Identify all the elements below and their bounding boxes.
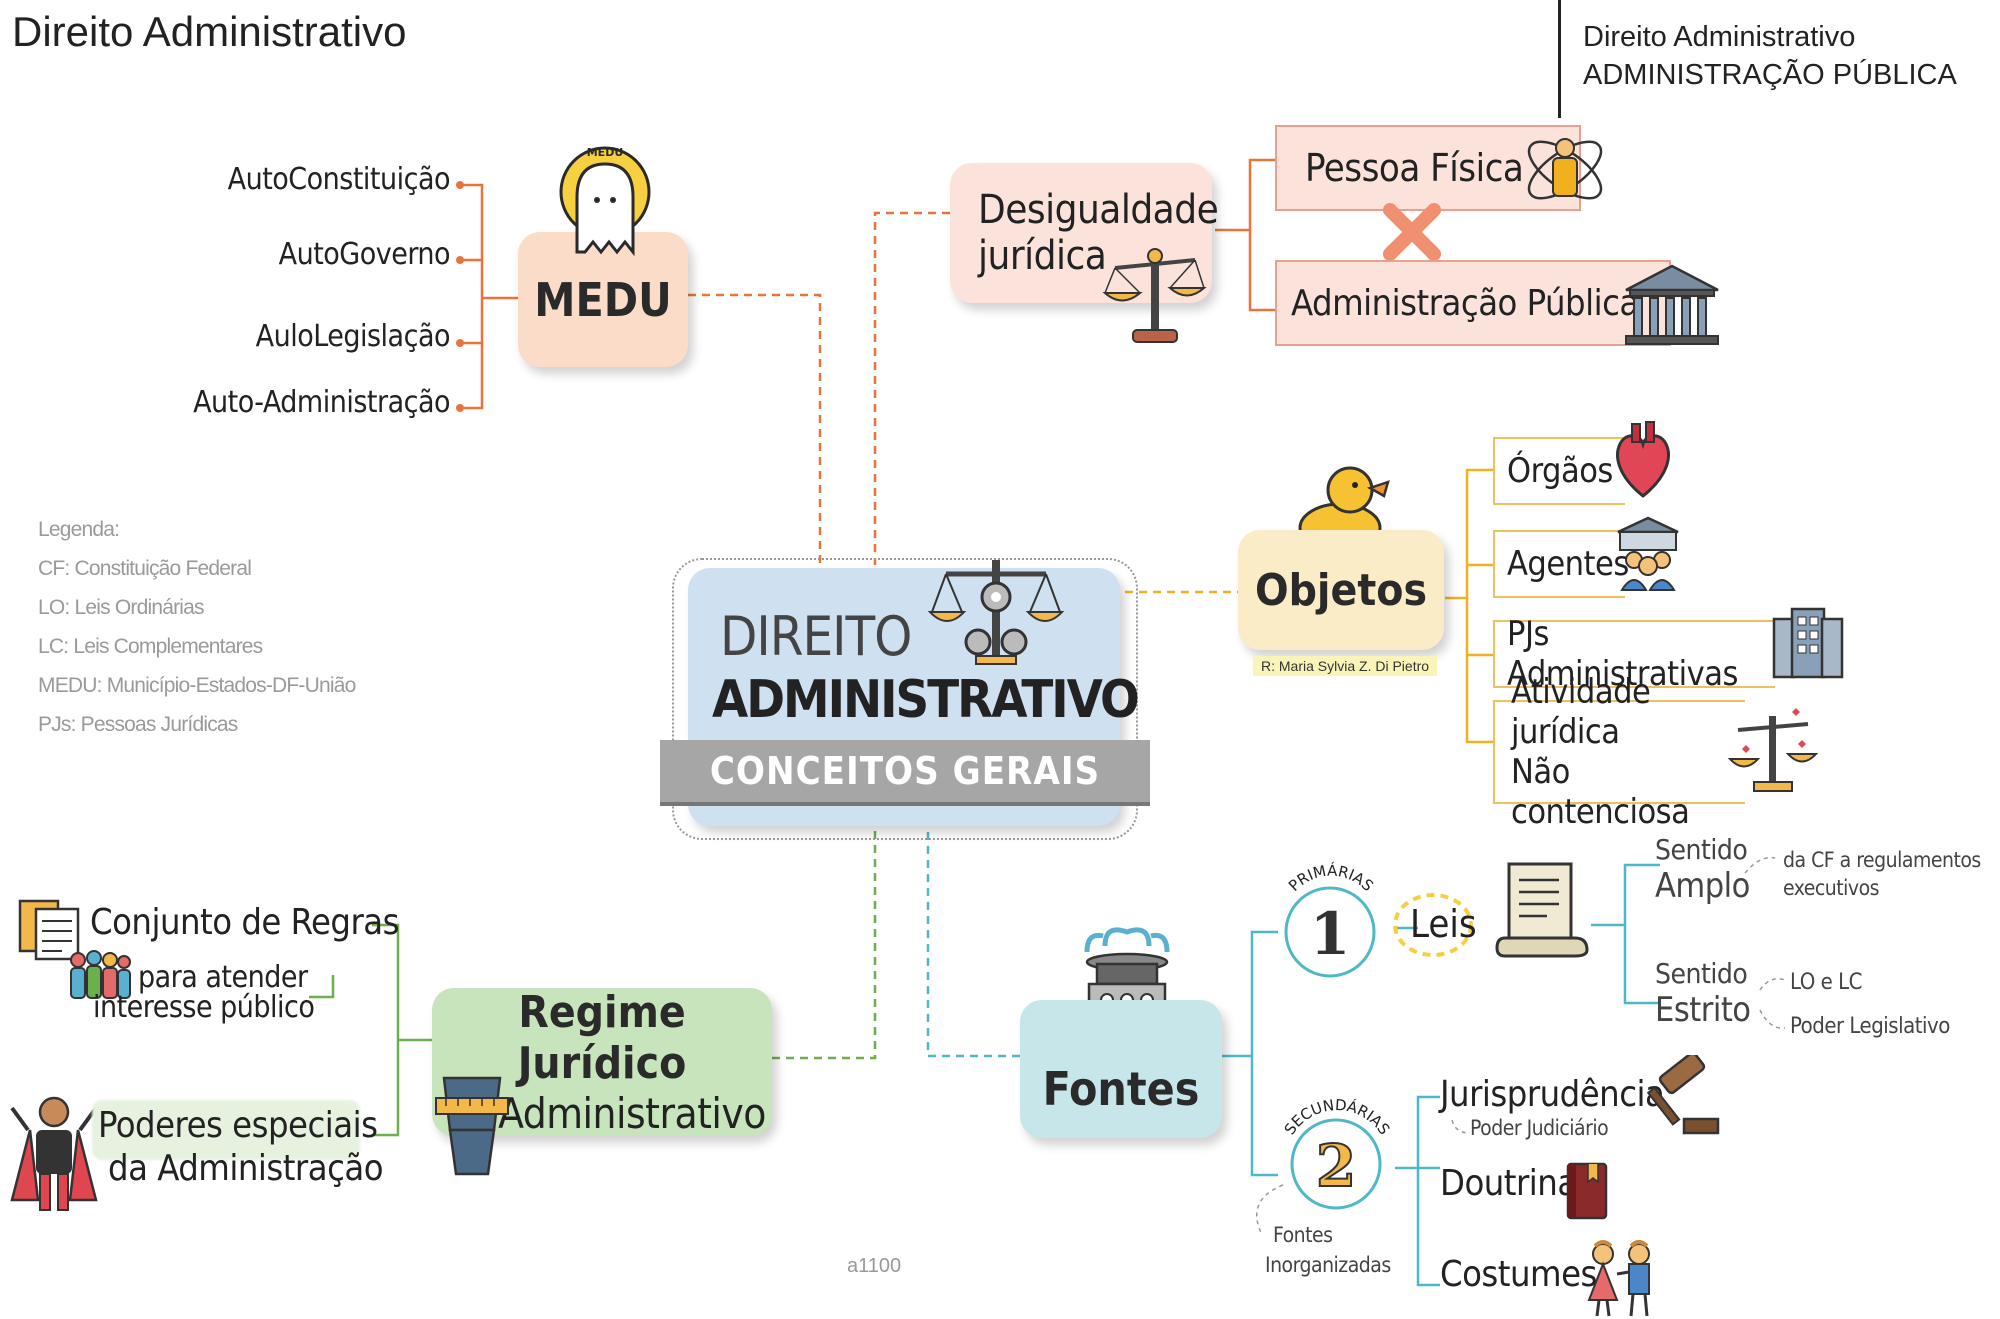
secundarias-badge: SECUNDÁRIAS 2 — [1281, 1096, 1393, 1210]
pjs-box: PJs Administrativas — [1493, 614, 1775, 694]
legend-item: CF: Constituição Federal — [38, 557, 252, 580]
medu-item: AuloLegislação — [255, 319, 451, 354]
inorganizadas-line2: Inorganizadas — [1265, 1253, 1391, 1277]
x-mark-icon — [1383, 203, 1441, 261]
amplo-note-line2: executivos — [1783, 876, 1880, 900]
costumes-label: Costumes — [1440, 1254, 1597, 1295]
jurisprudencia-note: Poder Judiciário — [1470, 1116, 1609, 1140]
legend: Legenda: CF: Constituição Federal LO: Le… — [38, 510, 356, 744]
scroll-icon — [1495, 862, 1589, 958]
medu-title: MEDU — [534, 272, 672, 327]
legend-item: LO: Leis Ordinárias — [38, 596, 205, 619]
primarias-num: 1 — [1310, 900, 1350, 968]
administracao-publica-box: Administração Pública — [1275, 260, 1671, 346]
orgaos-label: Órgãos — [1507, 451, 1613, 491]
dancers-icon — [1587, 1240, 1650, 1317]
building-icon — [1772, 607, 1844, 679]
legend-item: PJs: Pessoas Jurídicas — [38, 713, 238, 736]
ghost-icon: MEDU — [559, 146, 651, 257]
atom-person-icon — [1527, 138, 1603, 200]
leis-label: Leis — [1410, 902, 1477, 946]
book-icon — [1566, 1162, 1608, 1220]
orgaos-box: Órgãos — [1493, 437, 1625, 505]
center-line1: DIREITO — [720, 605, 912, 668]
ghost-badge-text: MEDU — [587, 146, 624, 159]
gavel-icon — [1646, 1055, 1720, 1135]
legend-item: Legenda: — [38, 518, 120, 541]
agents-icon — [1617, 516, 1679, 591]
people-icon — [70, 950, 131, 999]
estrito-line2: Estrito — [1655, 990, 1751, 1030]
measuring-tape-icon — [435, 1076, 509, 1176]
primarias-badge: PRIMÁRIAS 1 — [1284, 861, 1377, 978]
regime-title-line1: Regime Jurídico — [517, 986, 687, 1089]
atividade-label-line2: Não contenciosa — [1511, 752, 1690, 832]
header-right: Direito Administrativo ADMINISTRAÇÃO PÚB… — [1583, 18, 1957, 94]
amplo-note: da CF a regulamentos executivos — [1783, 846, 1981, 902]
desigualdade-title-line1: Desigualdade — [978, 187, 1219, 233]
atividade-label-line1: Atividade jurídica — [1511, 672, 1651, 752]
objetos-title: Objetos — [1254, 564, 1428, 616]
bank-icon — [1625, 264, 1719, 345]
medu-item: AutoConstituição — [227, 162, 451, 197]
fontes-node: Fontes — [1020, 1000, 1222, 1138]
regime-item1-sub1: para atender — [138, 960, 308, 995]
estrito-note2: Poder Legislativo — [1790, 1014, 1950, 1039]
medu-item: Auto-Administração — [193, 385, 450, 420]
regime-item1: Conjunto de Regras — [90, 902, 400, 943]
legend-item: MEDU: Município-Estados-DF-União — [38, 674, 356, 697]
fontes-title: Fontes — [1042, 1062, 1200, 1116]
amplo-note-line1: da CF a regulamentos — [1783, 848, 1981, 872]
scales-gears-icon — [927, 560, 1065, 665]
doutrina-label: Doutrina — [1440, 1163, 1577, 1204]
amplo-line2: Amplo — [1655, 866, 1750, 906]
hero-icon — [10, 1096, 98, 1211]
amplo-line1: Sentido — [1655, 833, 1748, 866]
regime-title-line2: Administrativo — [498, 1088, 766, 1138]
objetos-node: Objetos — [1238, 530, 1444, 650]
highlight — [92, 1100, 360, 1160]
pessoa-fisica-box: Pessoa Física — [1275, 125, 1581, 211]
estrito-line1: Sentido — [1655, 957, 1748, 990]
estrito-note1: LO e LC — [1790, 970, 1862, 995]
medu-node: MEDU — [518, 232, 688, 367]
scales-hearts-icon — [1728, 708, 1818, 792]
regime-item2-line1: Poderes especiais — [98, 1105, 378, 1146]
inorganizadas-note: Fontes Inorganizadas — [1265, 1220, 1391, 1280]
center-banner: CONCEITOS GERAIS — [660, 740, 1150, 802]
agentes-box: Agentes — [1493, 530, 1629, 598]
secundarias-num: 2 — [1316, 1132, 1356, 1200]
header-right-line2: ADMINISTRAÇÃO PÚBLICA — [1583, 59, 1957, 91]
agentes-label: Agentes — [1507, 544, 1629, 584]
footer-code: a1100 — [847, 1255, 902, 1277]
documents-icon — [18, 899, 80, 961]
legend-item: LC: Leis Complementares — [38, 635, 263, 658]
atividade-box: Atividade jurídica Não contenciosa — [1493, 672, 1745, 832]
page-title: Direito Administrativo — [12, 8, 407, 55]
header-divider — [1558, 0, 1561, 118]
center-banner-label: CONCEITOS GERAIS — [709, 749, 1101, 793]
administracao-publica-label: Administração Pública — [1291, 282, 1639, 324]
desigualdade-title-line2: jurídica — [978, 233, 1107, 279]
center-line2: ADMINISTRATIVO — [712, 670, 1140, 730]
center-outline — [672, 558, 1138, 840]
medu-item: AutoGoverno — [278, 237, 451, 272]
desigualdade-node: Desigualdade jurídica — [950, 163, 1219, 303]
inorganizadas-line1: Fontes — [1273, 1223, 1333, 1247]
jurisprudencia-label: Jurisprudência — [1440, 1074, 1665, 1115]
regime-item1-sub2: interesse público — [93, 990, 315, 1025]
pessoa-fisica-label: Pessoa Física — [1305, 146, 1524, 190]
leis-burst — [1393, 893, 1473, 957]
heart-icon — [1616, 421, 1670, 498]
pjs-label: PJs Administrativas — [1507, 614, 1738, 694]
header-right-line1: Direito Administrativo — [1583, 21, 1856, 53]
objetos-note: R: Maria Sylvia Z. Di Pietro — [1253, 656, 1438, 676]
scales-icon — [1102, 248, 1207, 343]
regime-item2-line2: da Administração — [108, 1148, 384, 1189]
